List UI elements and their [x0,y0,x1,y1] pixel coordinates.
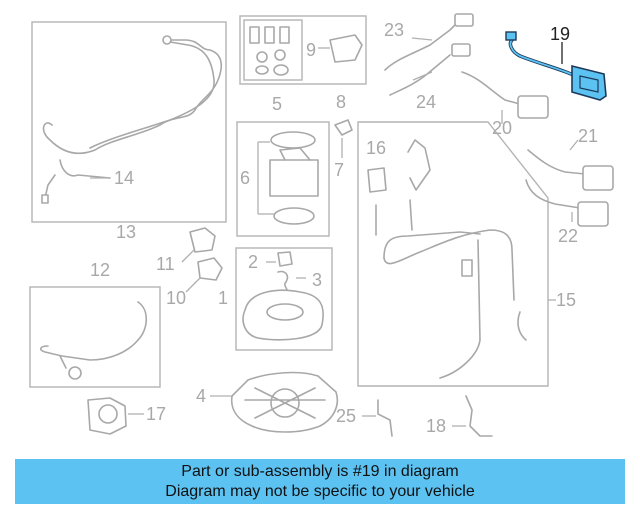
callout-9[interactable]: 9 [306,40,316,60]
callout-22[interactable]: 22 [558,226,578,246]
part-17 [87,397,144,435]
sensor-20 [461,71,549,124]
callout-23[interactable]: 23 [384,20,404,40]
box-12 [29,286,161,388]
callout-4[interactable]: 4 [196,386,206,406]
callout-25[interactable]: 25 [336,406,356,426]
callout-8[interactable]: 8 [336,92,346,112]
tank-guard-4 [210,371,339,433]
callout-labels: 13 14 9 8 23 24 19 5 6 7 20 21 22 16 15 … [90,20,598,436]
callout-13[interactable]: 13 [116,222,136,242]
callout-15[interactable]: 15 [556,290,576,310]
callout-5[interactable]: 5 [272,94,282,114]
banner-line-1: Part or sub-assembly is #19 in diagram [181,463,459,480]
callout-7[interactable]: 7 [334,160,344,180]
callout-6[interactable]: 6 [240,168,250,188]
box-9 [239,15,367,85]
callout-1[interactable]: 1 [218,288,228,308]
callout-24[interactable]: 24 [416,92,436,112]
box-6 [236,121,330,237]
sensor-21 [527,139,614,191]
sensor-22 [525,179,609,227]
callout-10[interactable]: 10 [166,288,186,308]
callout-19[interactable]: 19 [550,24,570,44]
box-15 [357,121,556,387]
box-13 [31,21,227,223]
callout-18[interactable]: 18 [426,416,446,436]
callout-11[interactable]: 11 [156,254,175,274]
callout-12[interactable]: 12 [90,260,110,280]
callout-20[interactable]: 20 [492,118,512,138]
callout-21[interactable]: 21 [578,126,598,146]
callout-2[interactable]: 2 [248,252,258,272]
sensor-23-24 [384,13,474,96]
info-banner: Part or sub-assembly is #19 in diagram D… [15,459,625,504]
callout-17[interactable]: 17 [146,404,166,424]
callout-3[interactable]: 3 [312,270,322,290]
banner-line-2: Diagram may not be specific to your vehi… [165,483,475,500]
box-1 [235,247,333,351]
sensor-19-highlighted[interactable] [505,31,607,101]
callout-16[interactable]: 16 [366,138,386,158]
callout-14[interactable]: 14 [114,168,134,188]
